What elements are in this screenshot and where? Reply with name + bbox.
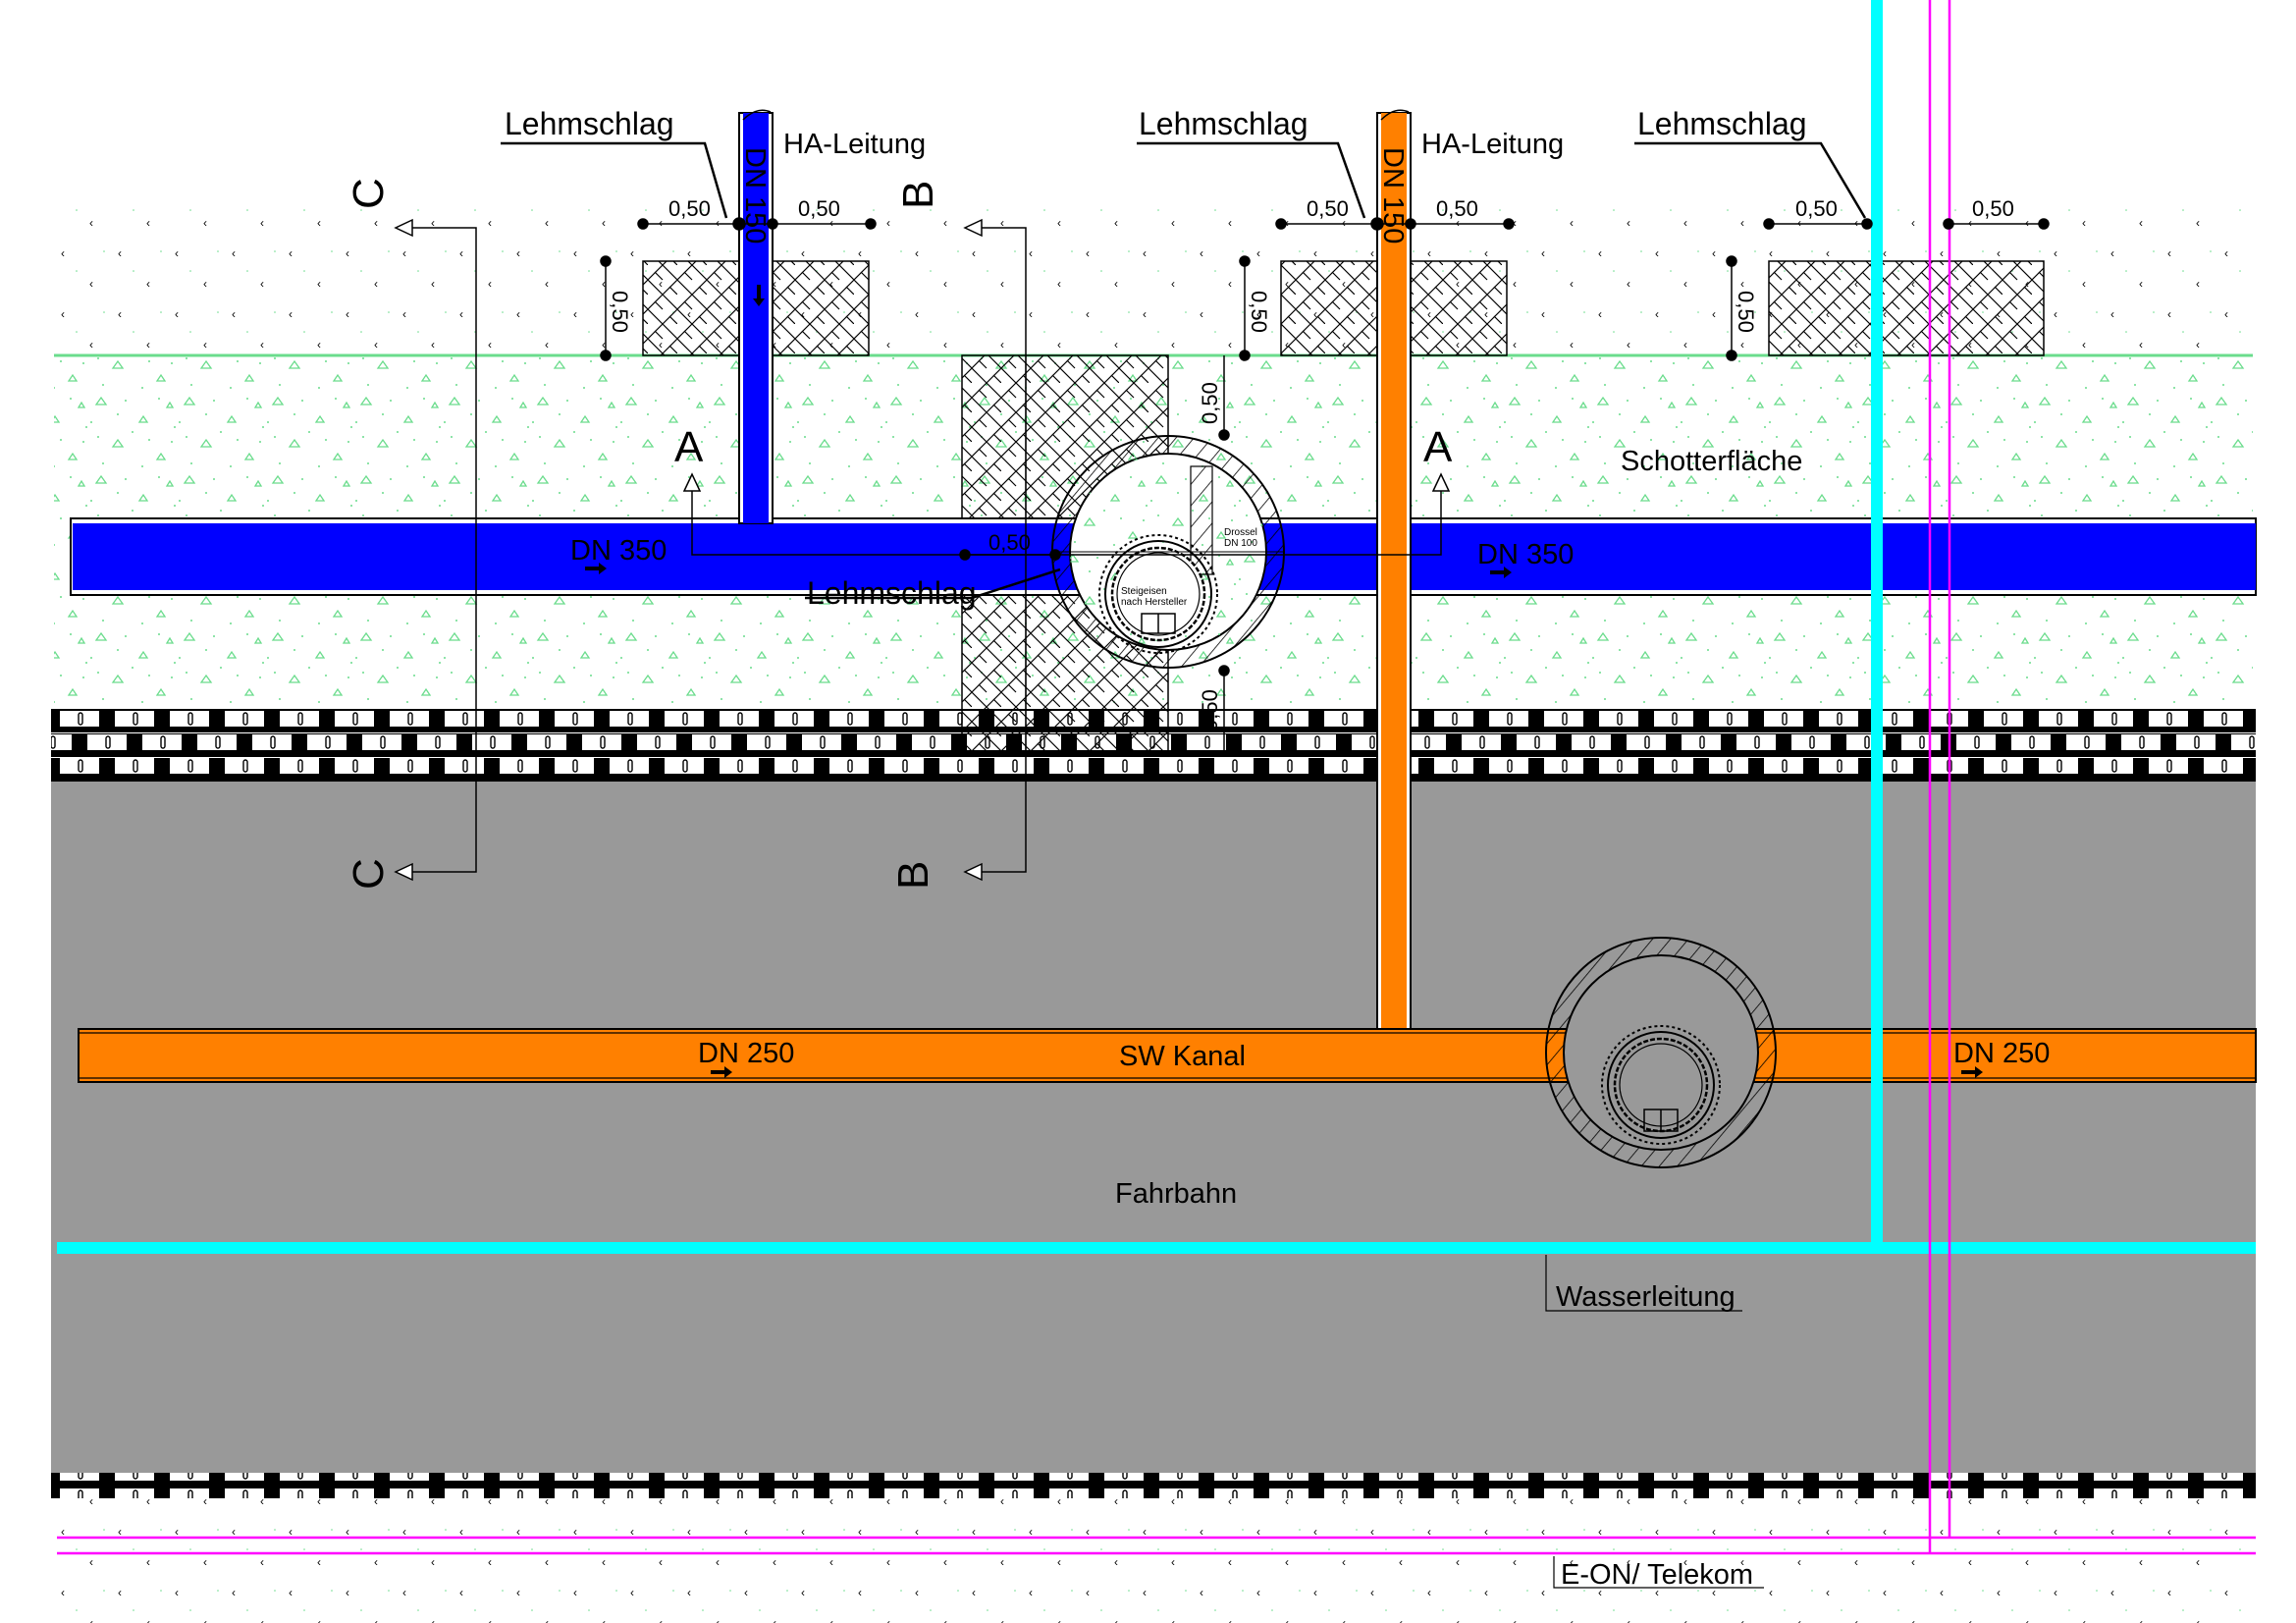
manhole-drossel xyxy=(1051,435,1285,669)
label-dn350-right: DN 350 xyxy=(1477,539,1574,570)
clay-seal-block-3 xyxy=(1768,260,2045,356)
label-ha-leitung-1: HA-Leitung xyxy=(783,129,926,160)
dimension-lines xyxy=(600,217,2050,753)
leader-lines xyxy=(501,141,1867,1589)
section-c-bottom: C xyxy=(345,858,393,890)
label-dn150-blue: DN 150 xyxy=(739,147,771,243)
section-line-a xyxy=(682,472,1451,556)
dim-text: 0,50 xyxy=(1247,291,1271,333)
dim-text: 0,50 xyxy=(1734,291,1758,333)
section-b-bottom: B xyxy=(889,861,937,890)
eon-telekom-lines xyxy=(57,0,2256,1555)
dim-text: 0,50 xyxy=(1795,196,1838,221)
house-connection-pipe-blue xyxy=(738,109,774,524)
label-dn150-orange: DN 150 xyxy=(1377,147,1409,243)
label-wasserleitung: Wasserleitung xyxy=(1556,1281,1735,1313)
label-lehmschlag-3: Lehmschlag xyxy=(1637,106,1807,141)
foul-sewer-pipe-dn250 xyxy=(78,1028,2257,1083)
label-lehmschlag-2: Lehmschlag xyxy=(1139,106,1308,141)
label-dn250-right: DN 250 xyxy=(1953,1038,2050,1069)
flow-arrows xyxy=(585,285,1983,1078)
section-a-left: A xyxy=(674,423,704,471)
label-lehmschlag-4: Lehmschlag xyxy=(807,575,977,611)
label-steigeisen: Steigeisen xyxy=(1121,586,1167,597)
label-dn250-left: DN 250 xyxy=(698,1038,794,1069)
section-line-b xyxy=(963,218,1027,882)
label-schotterflaeche: Schotterfläche xyxy=(1621,446,1802,477)
dim-text: 0,50 xyxy=(988,530,1031,555)
dim-text: 0,50 xyxy=(1972,196,2014,221)
section-c-top: C xyxy=(345,178,393,209)
dim-text: 0,50 xyxy=(1307,196,1349,221)
section-a-right: A xyxy=(1423,423,1453,471)
section-b-top: B xyxy=(894,181,942,209)
water-line xyxy=(57,0,2256,1254)
dim-text: 0,50 xyxy=(1198,689,1222,731)
house-connection-pipe-orange xyxy=(1376,109,1412,1032)
section-line-c xyxy=(394,218,477,882)
dim-text: 0,50 xyxy=(1436,196,1478,221)
dim-text: 0,50 xyxy=(608,291,632,333)
label-drossel-dn: DN 100 xyxy=(1224,538,1257,549)
dim-text: 0,50 xyxy=(798,196,840,221)
manhole-sw-kanal xyxy=(1545,937,1777,1168)
label-sw-kanal: SW Kanal xyxy=(1119,1041,1246,1072)
label-ha-leitung-2: HA-Leitung xyxy=(1421,129,1564,160)
label-dn350-left: DN 350 xyxy=(570,535,667,567)
label-eon-telekom: E-ON/ Telekom xyxy=(1561,1559,1753,1591)
label-fahrbahn: Fahrbahn xyxy=(1115,1178,1237,1210)
label-lehmschlag-1: Lehmschlag xyxy=(505,106,674,141)
grass-strip-bottom xyxy=(54,1499,2253,1623)
dim-text: 0,50 xyxy=(1198,382,1222,424)
label-drossel: Drossel xyxy=(1224,527,1257,538)
dim-text: 0,50 xyxy=(668,196,711,221)
roadway-fahrbahn xyxy=(51,782,2256,1473)
label-steigeisen-hersteller: nach Hersteller xyxy=(1121,597,1188,608)
curb-bottom xyxy=(51,1473,2256,1498)
